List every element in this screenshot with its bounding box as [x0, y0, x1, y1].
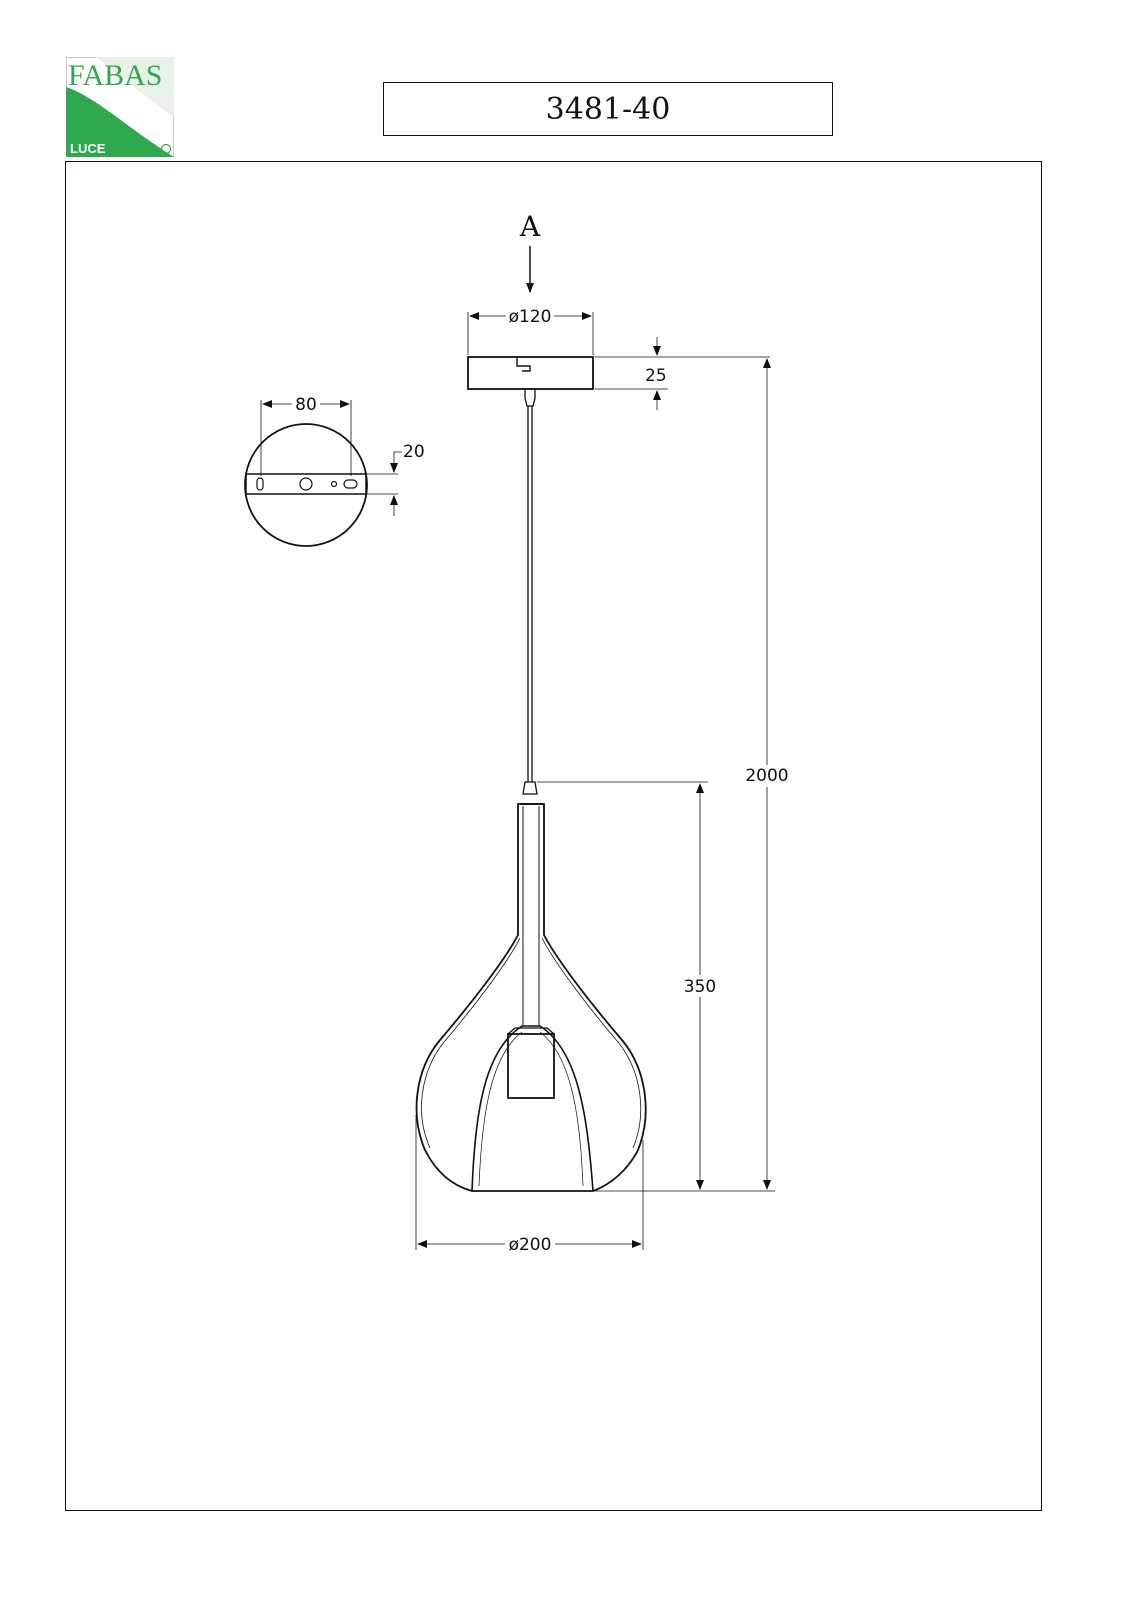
dim-bracket-width: 80	[295, 395, 317, 415]
cord-grip-bottom	[522, 781, 538, 795]
model-number-box: 3481-40	[383, 82, 833, 136]
bracket-view-circle	[244, 423, 368, 547]
fabas-luce-logo: FABAS LUCE	[65, 56, 175, 158]
lamp-holder	[507, 1033, 555, 1099]
shade-inner	[471, 1025, 594, 1192]
dim-shade-height: 350	[684, 977, 716, 997]
drawing-frame	[65, 161, 1042, 1511]
canopy-slot	[516, 357, 531, 372]
canopy	[467, 356, 594, 390]
dim-overall-height: 2000	[745, 766, 788, 786]
logo-text: FABAS	[68, 59, 162, 92]
shade-outer-inner-left	[421, 937, 521, 1149]
view-a-label: A	[519, 210, 541, 243]
dim-canopy-diameter: ø120	[509, 307, 552, 327]
mounting-bracket	[245, 473, 367, 495]
shade-outer	[415, 803, 647, 1192]
dim-shade-diameter: ø200	[509, 1235, 552, 1255]
dim-canopy-height: 25	[645, 366, 667, 386]
model-number: 3481-40	[545, 91, 671, 127]
dim-bracket-thickness: 20	[403, 442, 425, 462]
logo-subtext: LUCE	[70, 141, 106, 156]
cord-grip-top	[524, 388, 536, 407]
shade-outer-inner-right	[541, 937, 642, 1149]
